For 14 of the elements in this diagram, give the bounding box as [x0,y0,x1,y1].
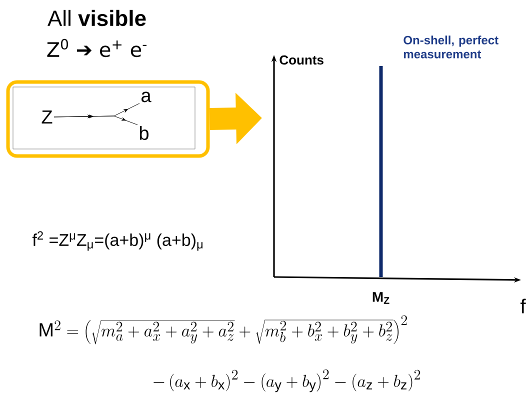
particle-label: Z [42,110,52,124]
axis-label: f [520,298,526,314]
particle-label: b [140,126,148,140]
axis-label: M$_{Z}$ [372,292,390,304]
diagram-panel [6,80,210,158]
particle-label: a [142,92,152,102]
axis-label: Counts [280,55,324,65]
equation: $\mathrm{M}^{2} = \left(\sqrt{m_a^2+a_x^2+a_y^2+a_z^2}+\sqrt{m_b^2+b_x^2+b_y^2+b_z^2}\right)^{2}$ [40,315,407,344]
annotation: On-shell, perfect measurement [404,36,498,58]
decay-label: Z$^{0}$ ➔ e$^{+}$ e$^{-}$ [47,38,146,58]
equation: $-\left(a_\mathrm{x}+b_\mathrm{x}\right)^{2}-\left(a_\mathrm{y}+b_\mathrm{y}\right)^{2}-\left(a_\mathrm{z}+b_\mathrm{z}\right)^{2}$ [154,370,420,392]
title: All visible [48,10,146,26]
equation: f$^{2}$ =Z$^{μ}$Z$_{μ}$=(a+b)$^{μ}$ (a+b)$_{μ}$ [32,231,202,251]
particle-line [54,114,138,126]
